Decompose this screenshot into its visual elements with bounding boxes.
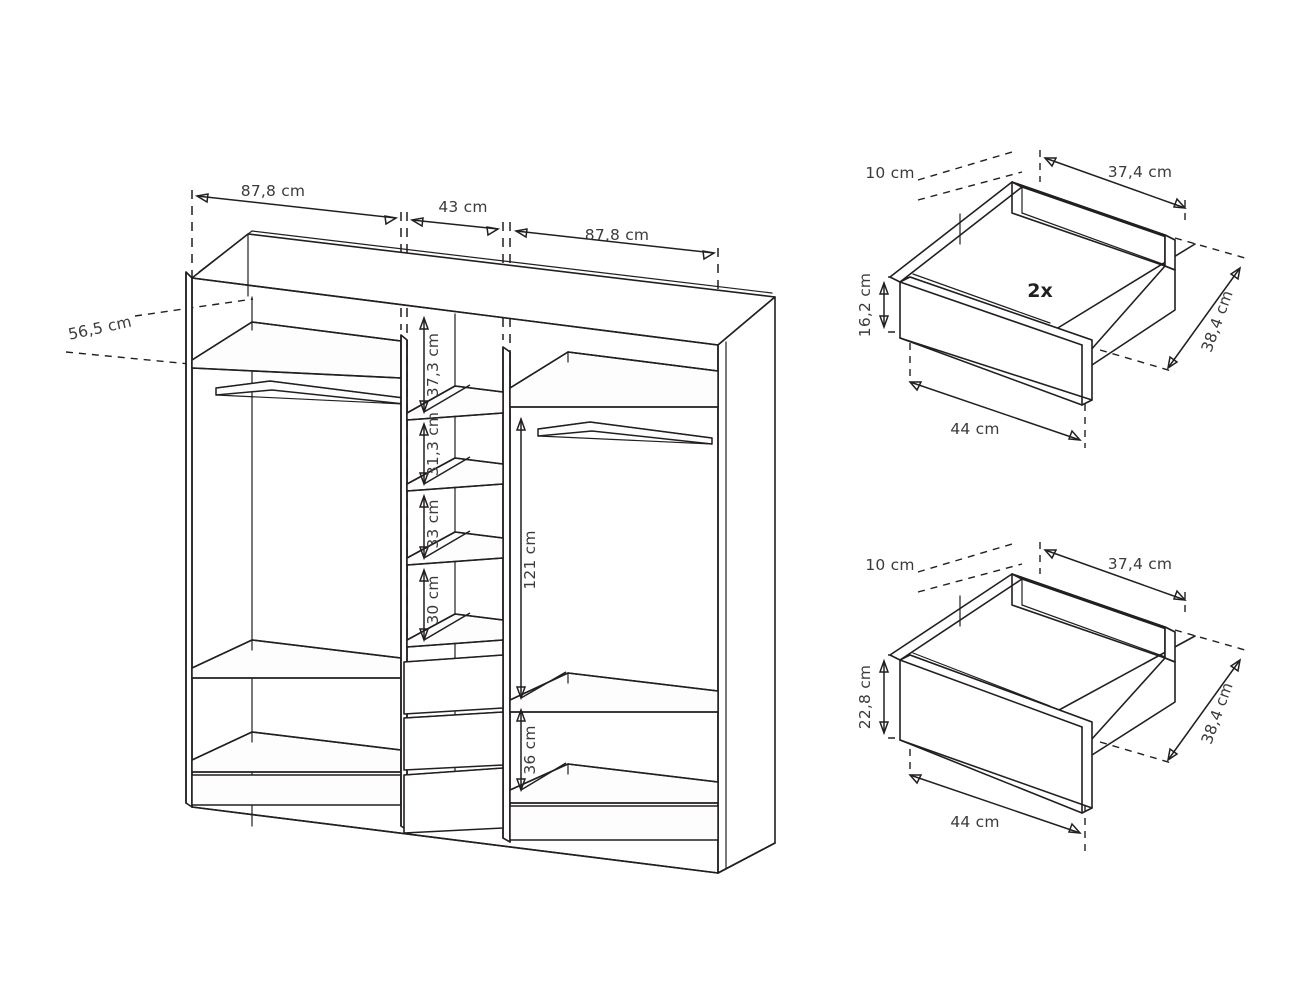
- dimension-width-center: 43 cm: [409, 198, 501, 237]
- wardrobe-plinth-right: [509, 805, 719, 841]
- drawer-small-right-rail: [1164, 234, 1176, 271]
- dim-right-width-label: 87,8 cm: [585, 226, 649, 244]
- dimension-drawer-small-depth: 38,4 cm: [1166, 266, 1242, 370]
- right-bay-top-shelf: [509, 351, 719, 408]
- dim-drawer-large-front-width-label: 44 cm: [950, 813, 999, 831]
- dim-drawer-large-inner-width-label: 37,4 cm: [1108, 555, 1172, 573]
- drawer-small-quantity-label: 2x: [1027, 280, 1052, 302]
- wardrobe-center-column: [400, 313, 511, 843]
- dimension-drawer-large-depth: 38,4 cm: [1166, 658, 1242, 762]
- drawer-large-left-rail: [889, 573, 1023, 661]
- dim-drawer-large-thickness-label: 10 cm: [865, 556, 914, 574]
- dim-drawer-large-front-height-label: 22,8 cm: [856, 665, 874, 729]
- dim-left-width-label: 87,8 cm: [241, 182, 305, 200]
- drawer-large-front-panel: [899, 654, 1093, 809]
- center-drawer-front-3: [403, 767, 504, 834]
- drawer-large-figure: 10 cm 37,4 cm 22,8 cm 38,4 cm: [856, 542, 1246, 852]
- dim-center-h4-label: 30 cm: [424, 575, 442, 624]
- center-drawer-front-1: [403, 654, 504, 715]
- dim-center-h2-label: 31,3 cm: [424, 412, 442, 476]
- drawer-large-right-side: [1081, 657, 1176, 756]
- dimension-drawer-small-height: 16,2 cm: [856, 273, 890, 337]
- dim-drawer-small-front-height-label: 16,2 cm: [856, 273, 874, 337]
- wardrobe-left-bay: [191, 321, 405, 806]
- drawer-small-right-side: [1081, 265, 1176, 366]
- drawer-small-front-panel: [899, 276, 1093, 401]
- wardrobe-right-bay: [509, 351, 719, 841]
- dim-depth-label: 56,5 cm: [67, 313, 134, 344]
- dimension-width-right: 87,8 cm: [513, 226, 717, 261]
- wardrobe-left-side-panel: [185, 271, 193, 808]
- dimension-width-left: 87,8 cm: [194, 182, 399, 226]
- dimension-drawer-small-width: 37,4 cm: [1043, 157, 1187, 209]
- dim-drawer-small-side-depth-label: 38,4 cm: [1198, 288, 1237, 355]
- dim-drawer-small-inner-width-label: 37,4 cm: [1108, 163, 1172, 181]
- drawer-large-back-panel: [1011, 573, 1166, 659]
- dimension-drawer-large-width: 37,4 cm: [1043, 549, 1187, 601]
- dim-hanging-height-label: 121 cm: [521, 530, 539, 589]
- dim-drawer-small-thickness-label: 10 cm: [865, 164, 914, 182]
- dimension-drawer-small-front-width: 44 cm: [908, 381, 1082, 441]
- dim-center-h3-label: 33 cm: [424, 499, 442, 548]
- wardrobe-plinth-left: [191, 774, 402, 806]
- wardrobe-figure: 87,8 cm 43 cm 87,8 cm 56,5 cm: [65, 182, 776, 874]
- dimension-drawer-large-height: 22,8 cm: [856, 658, 890, 736]
- drawer-small-left-rail: [889, 181, 1023, 283]
- dimension-center-shelf-heights: 37,3 cm 31,3 cm 33 cm 30 cm: [418, 315, 471, 643]
- dim-center-h1-label: 37,3 cm: [424, 333, 442, 397]
- dim-drawer-large-side-depth-label: 38,4 cm: [1198, 680, 1237, 747]
- drawer-large-right-rail: [1164, 626, 1176, 663]
- dim-center-width-label: 43 cm: [438, 198, 487, 216]
- dim-lower-shelf-height-label: 36 cm: [521, 725, 539, 774]
- dimension-drawer-large-front-width: 44 cm: [908, 774, 1082, 834]
- drawer-small-back-panel: [1011, 181, 1166, 267]
- dimension-right-bay-heights: 121 cm 36 cm: [515, 416, 567, 793]
- dim-drawer-small-front-width-label: 44 cm: [950, 420, 999, 438]
- center-drawer-front-2: [403, 711, 504, 771]
- drawer-small-figure: 2x 10 cm 37,4 cm 16,2 cm: [856, 150, 1246, 448]
- center-column-right-divider: [502, 346, 511, 843]
